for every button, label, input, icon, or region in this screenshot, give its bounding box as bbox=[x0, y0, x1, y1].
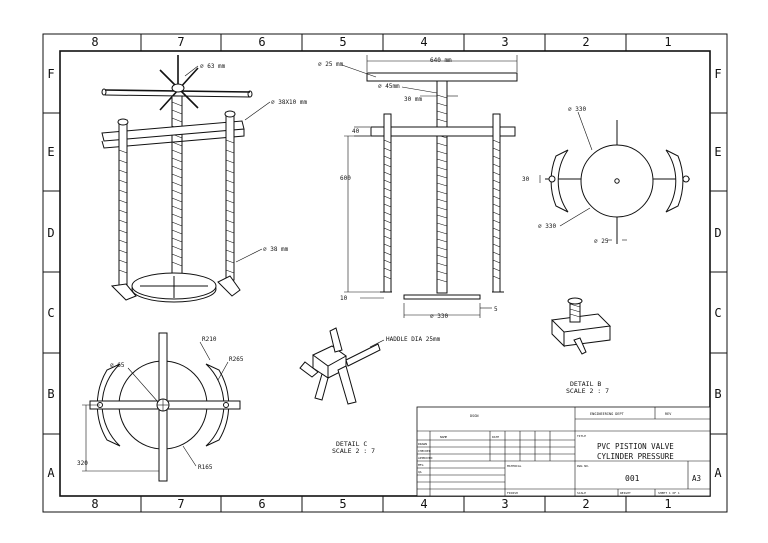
row-label-right: B bbox=[714, 387, 721, 401]
col-label-bottom: 6 bbox=[258, 497, 265, 511]
title-block: DSGN ENGINEERING DEPT REV NAME DATE DRAW… bbox=[416, 406, 711, 497]
plan-view: R210 R265 ⌀ 65 R165 320 bbox=[77, 332, 244, 482]
iso-dim-top: ⌀ 63 mm bbox=[200, 63, 226, 70]
handle-label: HADDLE DIA 25mm bbox=[386, 336, 441, 343]
front-dim-5: 5 bbox=[494, 306, 498, 313]
front-dim-left-top: ⌀ 25 mm bbox=[318, 61, 344, 68]
tb-drawn: DRAWN bbox=[418, 442, 427, 446]
col-label-bottom: 2 bbox=[582, 497, 589, 511]
row-label-right: C bbox=[714, 306, 721, 320]
tb-title-line1: PVC PISTION VALVE bbox=[597, 442, 674, 451]
col-label-top: 8 bbox=[91, 35, 98, 49]
col-label-bottom: 1 bbox=[664, 497, 671, 511]
col-label-bottom: 5 bbox=[339, 497, 346, 511]
col-label-top: 3 bbox=[501, 35, 508, 49]
detail-c: HADDLE DIA 25mm DETAIL C SCALE 2 : 7 bbox=[299, 327, 441, 455]
column-ticks bbox=[43, 34, 727, 512]
top-dim-bottom: ⌀ 25 bbox=[594, 238, 609, 245]
tb-company: ENGINEERING DEPT bbox=[590, 412, 625, 416]
col-label-bottom: 4 bbox=[420, 497, 427, 511]
tb-mfg: MFG bbox=[418, 463, 424, 467]
tb-dwg-label: DWG NO. bbox=[577, 464, 590, 468]
isometric-view: ⌀ 63 mm ⌀ 38X10 mm ⌀ 38 mm bbox=[101, 55, 308, 303]
detail-c-title: DETAIL C bbox=[336, 440, 367, 448]
front-dim-screw: ⌀ 45mm bbox=[378, 83, 400, 90]
top-dim-30: 30 bbox=[522, 176, 530, 183]
plan-r265: R265 bbox=[229, 356, 244, 363]
tb-rev-box: REV bbox=[665, 412, 672, 416]
front-dim-width: 640 mm bbox=[430, 57, 452, 64]
top-view: ⌀ 330 30 ⌀ 330 ⌀ 25 bbox=[522, 106, 690, 245]
top-dim-top: ⌀ 330 bbox=[568, 106, 586, 113]
front-dim-40: 40 bbox=[352, 128, 360, 135]
row-label-left: D bbox=[47, 226, 54, 240]
tb-sheet-cell: SHEET 1 OF 1 bbox=[658, 491, 680, 495]
tb-size: A3 bbox=[692, 474, 701, 483]
iso-dim-foot: ⌀ 38 mm bbox=[263, 246, 289, 253]
col-label-top: 7 bbox=[177, 35, 184, 49]
outer-border bbox=[42, 33, 728, 513]
plan-dim-320: 320 bbox=[77, 460, 88, 467]
plan-d65: ⌀ 65 bbox=[110, 362, 125, 369]
tb-qa: QA bbox=[418, 470, 422, 474]
front-dim-30: 30 mm bbox=[404, 96, 422, 103]
col-label-top: 4 bbox=[420, 35, 427, 49]
row-label-left: C bbox=[47, 306, 54, 320]
col-label-top: 2 bbox=[582, 35, 589, 49]
detail-b-title: DETAIL B bbox=[570, 380, 601, 388]
tb-header-center: DSGN bbox=[470, 414, 478, 418]
row-label-right: A bbox=[714, 466, 722, 480]
tb-date-label: DATE bbox=[492, 435, 499, 439]
col-label-top: 6 bbox=[258, 35, 265, 49]
tb-title-label: TITLE bbox=[577, 434, 586, 438]
col-label-top: 1 bbox=[664, 35, 671, 49]
col-label-bottom: 3 bbox=[501, 497, 508, 511]
top-dim-left: ⌀ 330 bbox=[538, 223, 556, 230]
row-label-left: E bbox=[47, 145, 54, 159]
tb-finish-label: FINISH bbox=[507, 491, 518, 495]
col-label-bottom: 8 bbox=[91, 497, 98, 511]
tb-approved: APPROVED bbox=[418, 456, 433, 460]
tb-scale-cell: SCALE bbox=[577, 491, 586, 495]
detail-c-scale: SCALE 2 : 7 bbox=[332, 447, 375, 455]
tb-drawing-no: 001 bbox=[625, 474, 640, 483]
tb-material-label: MATERIAL bbox=[507, 464, 522, 468]
detail-b-scale: SCALE 2 : 7 bbox=[566, 387, 609, 395]
front-view: 640 mm ⌀ 25 mm ⌀ 45mm 30 mm 40 600 ⌀ 330 bbox=[318, 55, 518, 320]
row-label-right: D bbox=[714, 226, 721, 240]
inner-border bbox=[59, 50, 711, 497]
row-label-right: F bbox=[714, 67, 721, 81]
row-label-right: E bbox=[714, 145, 721, 159]
tb-title-line2: CYLINDER PRESSURE bbox=[597, 452, 674, 461]
row-label-left: F bbox=[47, 67, 54, 81]
detail-b: DETAIL B SCALE 2 : 7 bbox=[550, 297, 612, 395]
row-label-left: A bbox=[47, 466, 55, 480]
col-label-top: 5 bbox=[339, 35, 346, 49]
front-dim-height: 600 bbox=[340, 175, 351, 182]
tb-name-label: NAME bbox=[440, 435, 447, 439]
plan-r210: R210 bbox=[202, 336, 217, 343]
plan-r165: R165 bbox=[198, 464, 213, 471]
tb-weight-label: WEIGHT bbox=[620, 491, 631, 495]
col-label-bottom: 7 bbox=[177, 497, 184, 511]
front-dim-10: 10 bbox=[340, 295, 348, 302]
row-label-left: B bbox=[47, 387, 54, 401]
iso-dim-bar: ⌀ 38X10 mm bbox=[271, 99, 308, 106]
tb-checked: CHECKED bbox=[418, 449, 431, 453]
front-dim-base: ⌀ 330 bbox=[430, 313, 448, 320]
